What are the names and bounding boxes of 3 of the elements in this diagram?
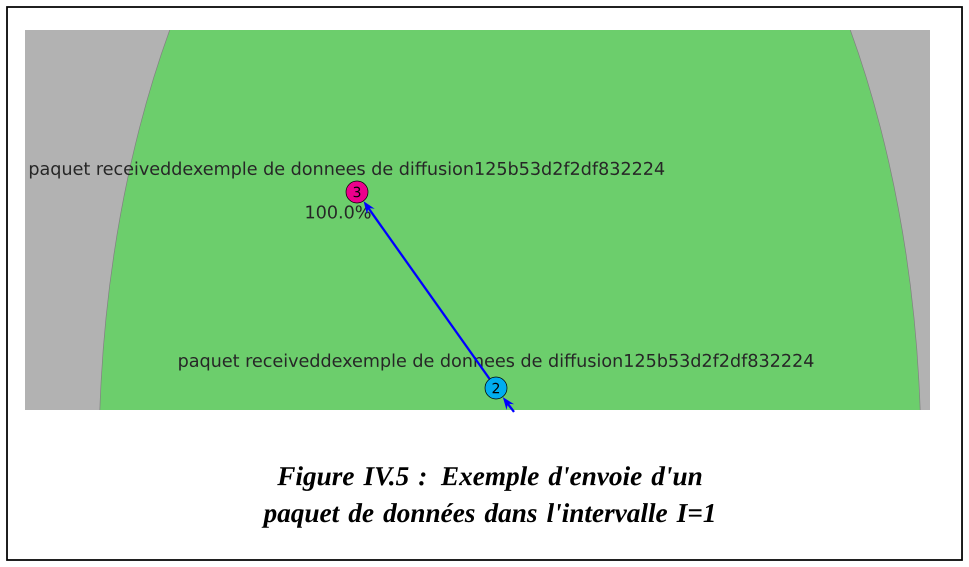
node-label: paquet receiveddexemple de donnees de diffusion125b53d2f2df832224 [30,161,664,178]
caption: Figure IV.5 : Exemple d'envoie d'un paquet de données dans l'intervalle I=1 [262,466,714,528]
node-label: 100.0% [306,205,371,219]
